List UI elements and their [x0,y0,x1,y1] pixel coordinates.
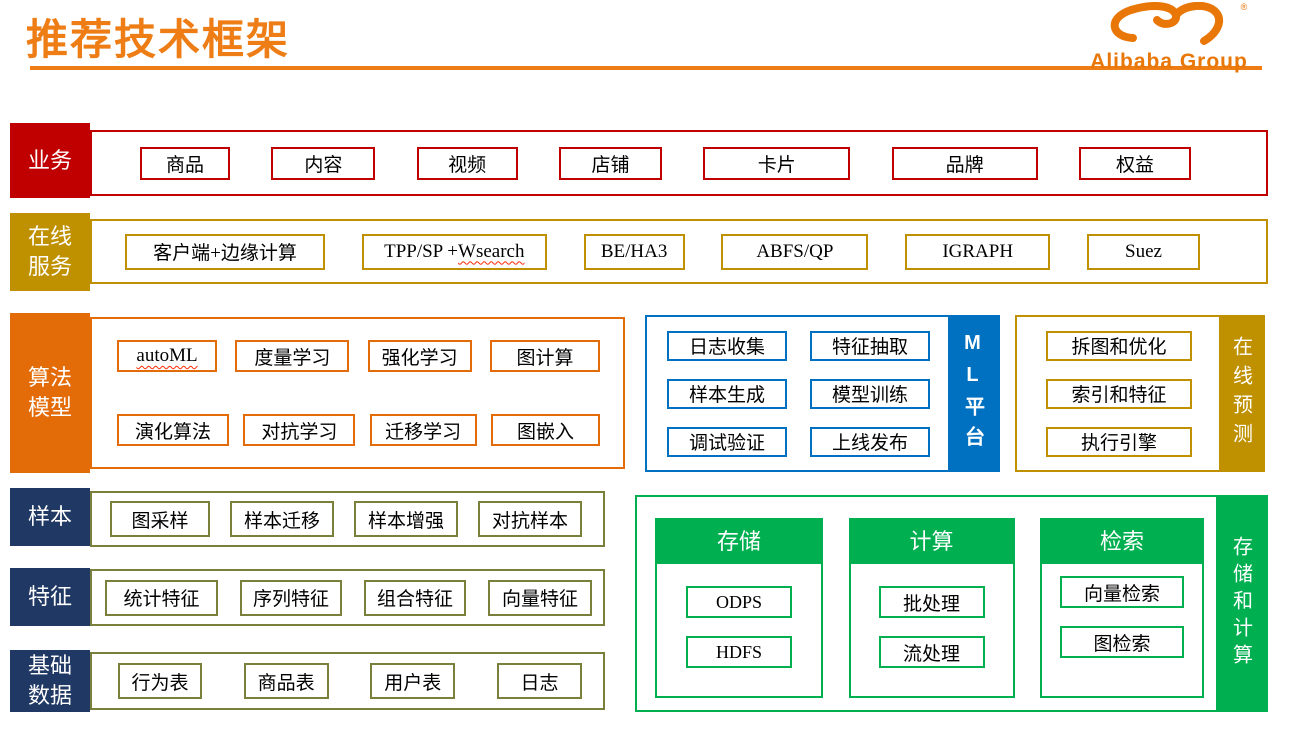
ml-platform-panel: 日志收集 特征抽取 样本生成 模型训练 调试验证 上线发布 ML平台 [645,315,1000,472]
box: 序列特征 [240,579,342,616]
box: 卡片 [703,146,851,180]
box: 店铺 [558,146,662,180]
box: 图计算 [489,340,600,372]
box: 强化学习 [367,340,472,372]
storage-compute-columns: 存储 ODPS HDFS 计算 批处理 流处理 检索 向量检索 图检索 [637,497,1220,710]
column-storage: 存储 ODPS HDFS [655,518,823,698]
box: 统计特征 [105,579,218,616]
row-label-online-service: 在线 服务 [10,213,90,291]
box: 样本生成 [667,378,787,409]
column-body: 批处理 流处理 [848,562,1015,698]
box: 拆图和优化 [1046,330,1192,361]
box: 品牌 [891,146,1038,180]
box: 索引和特征 [1046,378,1192,409]
box: 特征抽取 [810,330,930,361]
box: BE/HA3 [583,233,685,270]
online-prediction-panel: 拆图和优化 索引和特征 执行引擎 在线预测 [1015,315,1265,472]
storage-compute-bar: 存储和计算 [1216,497,1266,710]
box: 权益 [1078,146,1191,180]
box: 客户端+边缘计算 [125,233,325,270]
alibaba-smiley-icon: ® [1074,1,1264,51]
box: Suez [1086,233,1200,270]
box: 日志 [496,663,582,699]
column-body: 向量检索 图检索 [1040,562,1204,698]
column-retrieval: 检索 向量检索 图检索 [1040,518,1204,698]
column-header: 存储 [655,518,823,562]
column-compute: 计算 批处理 流处理 [848,518,1015,698]
title-underline [30,66,1262,70]
box-text: TPP/SP + [384,240,459,262]
box: autoML [117,340,217,372]
row-label-sample: 样本 [10,488,90,546]
box: 模型训练 [810,378,930,409]
row-online-service: 客户端+边缘计算 TPP/SP + Wsearch BE/HA3 ABFS/QP… [90,219,1268,284]
row-base-data: 行为表 商品表 用户表 日志 [90,652,605,710]
box: 向量检索 [1060,576,1184,608]
column-body: ODPS HDFS [655,562,823,698]
box: 图检索 [1060,626,1184,658]
box: HDFS [686,636,792,668]
brand-name: Alibaba Group [1090,50,1248,73]
online-prediction-boxes: 拆图和优化 索引和特征 执行引擎 [1017,317,1221,470]
box: 日志收集 [667,330,787,361]
box: 图采样 [110,501,210,537]
box: 商品 [140,146,230,180]
box: 图嵌入 [490,414,600,446]
box: 组合特征 [364,579,466,616]
algorithm-row-1: autoML 度量学习 强化学习 图计算 [117,340,600,372]
box: 上线发布 [810,426,930,457]
box: 对抗学习 [243,414,356,446]
box: IGRAPH [905,233,1051,270]
box: 对抗样本 [478,501,582,537]
page-title: 推荐技术框架 [26,16,291,63]
algorithm-model-panel: autoML 度量学习 强化学习 图计算 演化算法 对抗学习 迁移学习 图嵌入 [90,317,625,469]
row-business: 商品 内容 视频 店铺 卡片 品牌 权益 [90,130,1268,196]
box: 行为表 [118,663,202,699]
box: 商品表 [243,663,329,699]
box: 内容 [271,146,376,180]
box: 视频 [416,146,518,180]
box: ODPS [686,586,792,618]
box: 向量特征 [488,579,592,616]
storage-compute-panel: 存储 ODPS HDFS 计算 批处理 流处理 检索 向量检索 图检索 [635,495,1268,712]
online-prediction-bar: 在线预测 [1219,317,1263,470]
box: TPP/SP + Wsearch [361,233,547,270]
box: 执行引擎 [1046,426,1192,457]
row-label-feature: 特征 [10,568,90,626]
algorithm-row-2: 演化算法 对抗学习 迁移学习 图嵌入 [117,414,600,446]
box: 批处理 [878,586,985,618]
registered-mark: ® [1240,2,1248,12]
box: 用户表 [370,663,456,699]
row-label-base-data: 基础 数据 [10,650,90,712]
box: 迁移学习 [369,414,477,446]
box: ABFS/QP [721,233,869,270]
box: 度量学习 [235,340,350,372]
row-label-algorithm-model: 算法 模型 [10,313,90,473]
row-label-business: 业务 [10,123,90,198]
box: 演化算法 [117,414,229,446]
ml-platform-boxes: 日志收集 特征抽取 样本生成 模型训练 调试验证 上线发布 [647,317,950,470]
box: 流处理 [878,636,985,668]
row-sample: 图采样 样本迁移 样本增强 对抗样本 [90,491,605,547]
box: 调试验证 [667,426,787,457]
column-header: 计算 [848,518,1015,562]
misspelled-word: Wsearch [458,240,525,262]
column-header: 检索 [1040,518,1204,562]
alibaba-logo: ® Alibaba Group [1074,1,1264,73]
box: 样本迁移 [230,501,334,537]
box: 样本增强 [354,501,458,537]
row-feature: 统计特征 序列特征 组合特征 向量特征 [90,569,605,626]
ml-platform-bar: ML平台 [948,317,998,470]
